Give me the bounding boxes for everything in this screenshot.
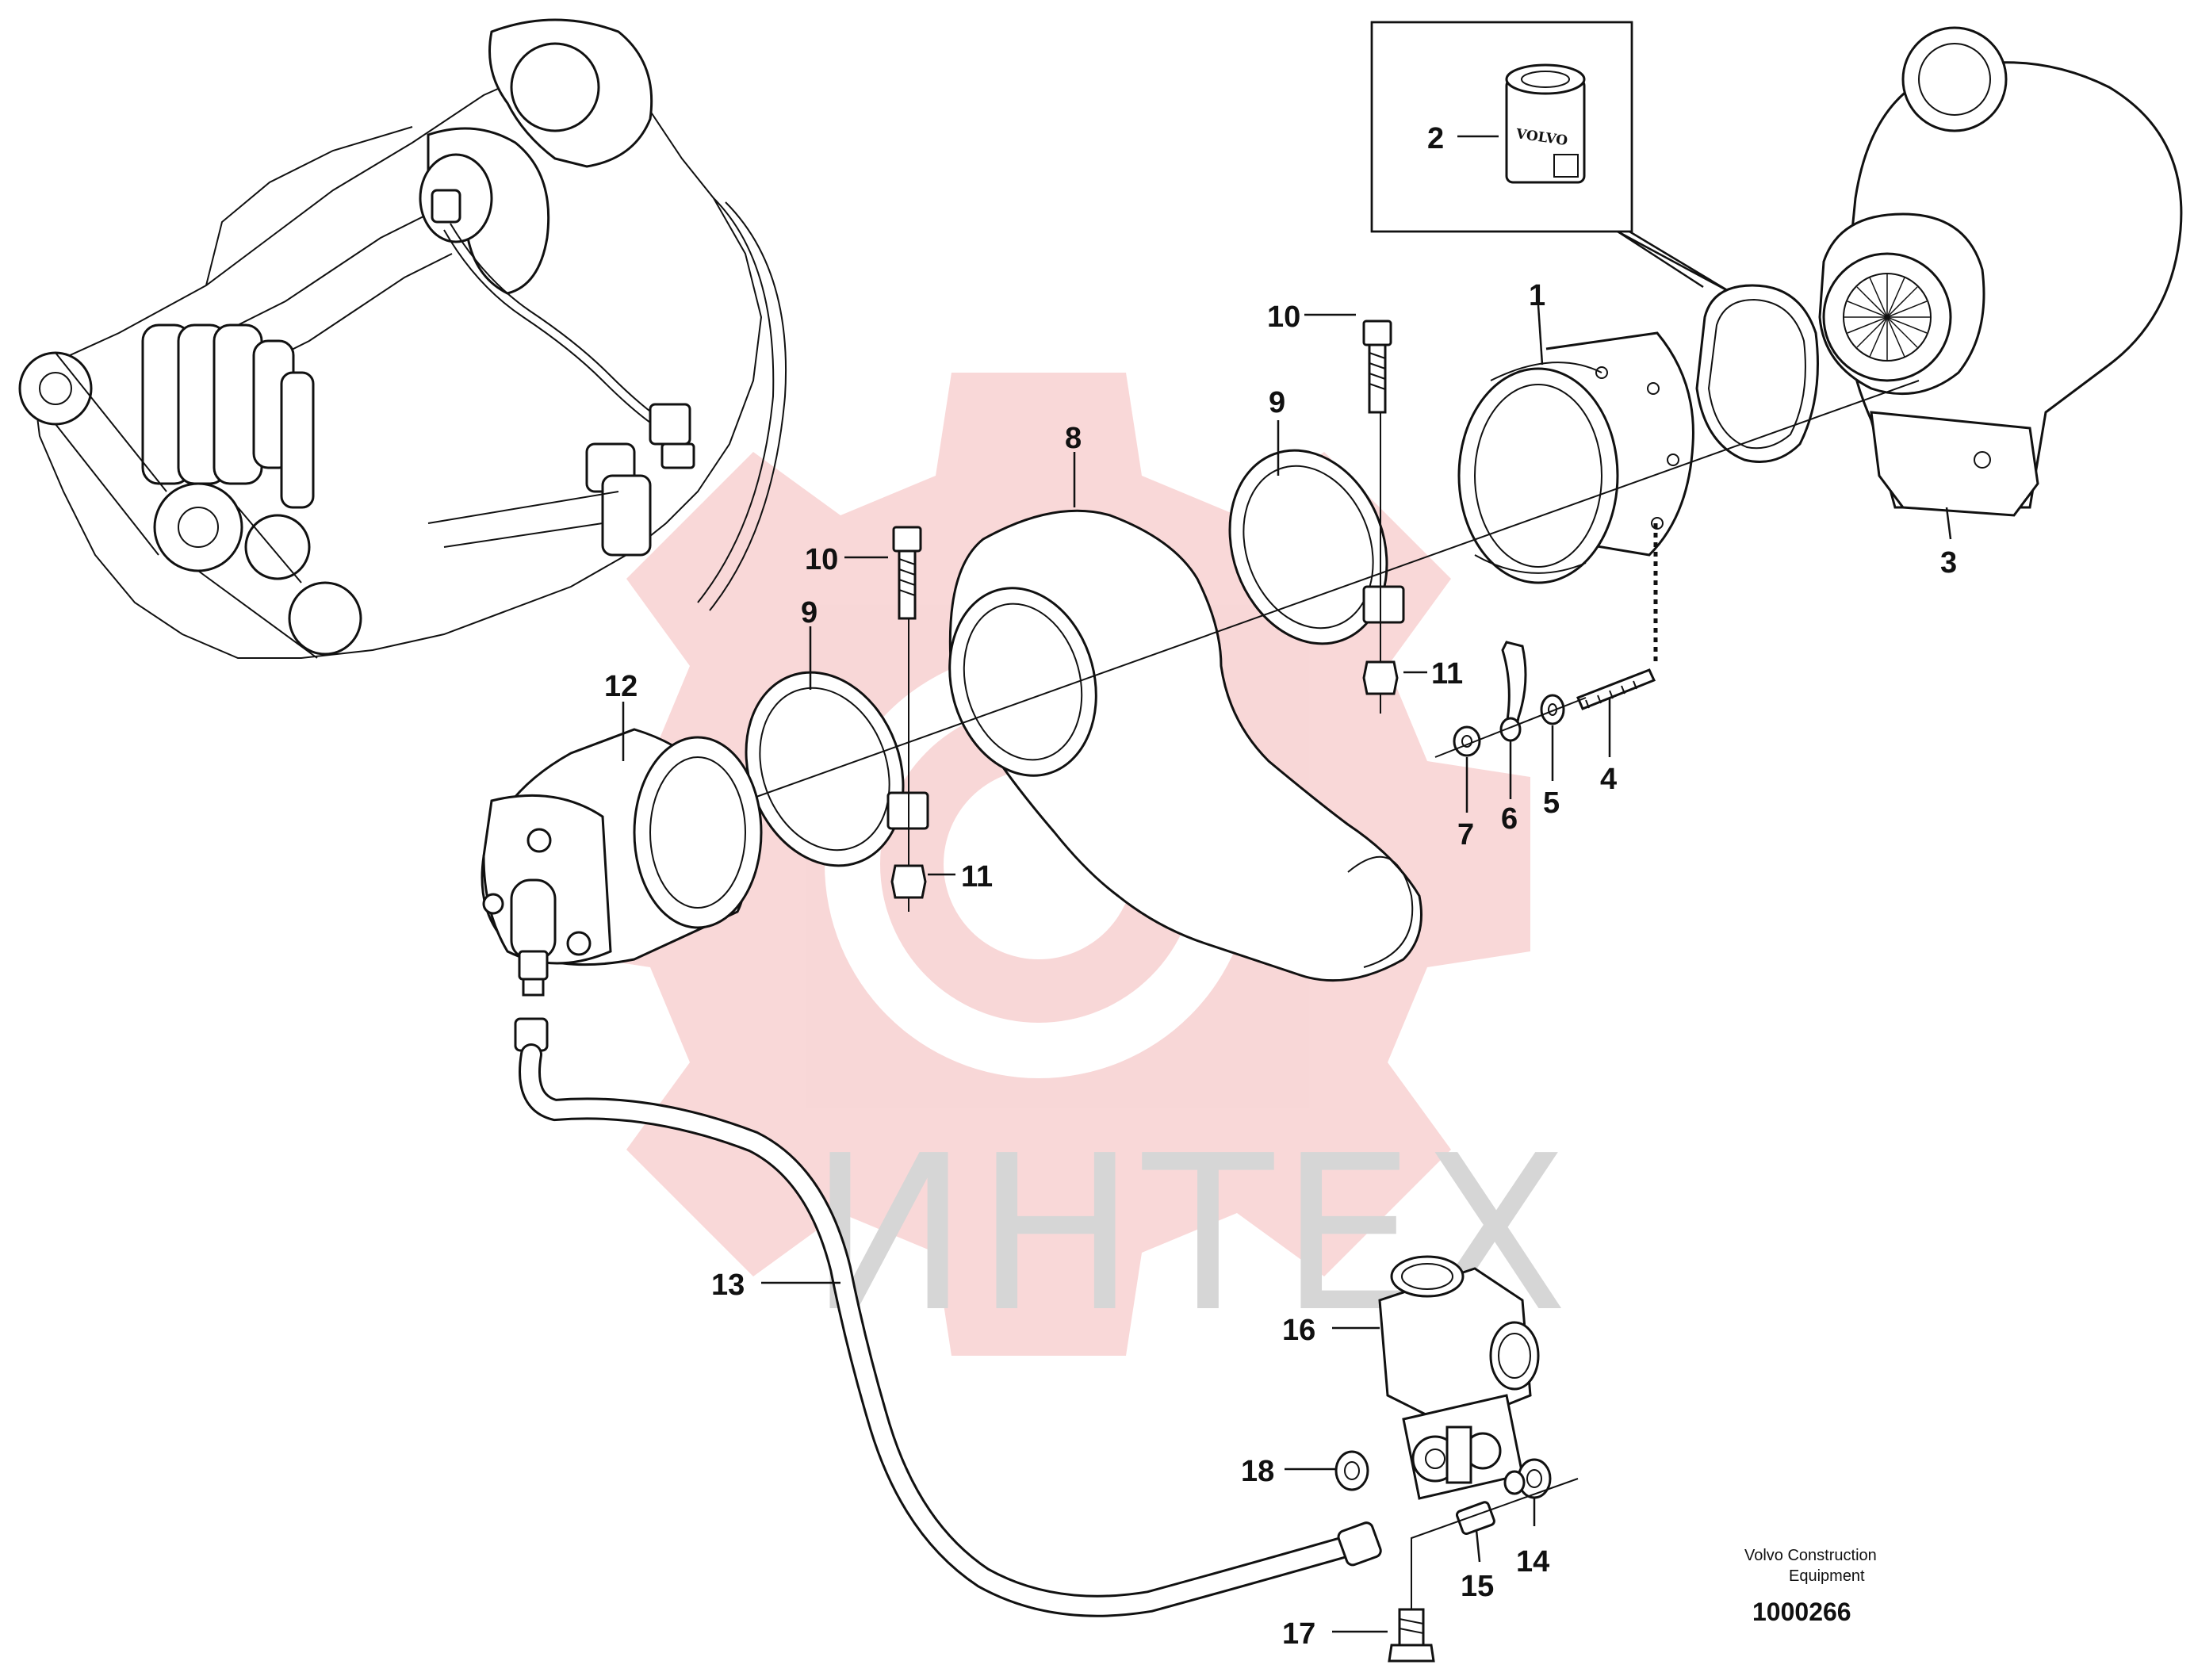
fitting-18	[1334, 1450, 1369, 1491]
callout-13: 13	[711, 1269, 745, 1302]
callout-8: 8	[1065, 422, 1082, 455]
oil-filter: VOLVO	[1505, 63, 1586, 184]
bolt-lower	[892, 526, 922, 620]
callout-10-upper: 10	[1267, 300, 1300, 334]
callout-11-upper: 11	[1431, 657, 1463, 691]
compressor-wheel	[1844, 274, 1931, 361]
adapter-pipe	[1457, 331, 1694, 584]
callout-5: 5	[1543, 786, 1560, 820]
callout-6: 6	[1501, 802, 1518, 836]
hose-clamp-upper	[1228, 449, 1405, 645]
callout-12: 12	[604, 670, 638, 703]
fitting-15	[1455, 1501, 1495, 1536]
nut-upper	[1362, 660, 1399, 695]
callout-1: 1	[1529, 279, 1545, 312]
callout-17: 17	[1282, 1617, 1315, 1651]
callout-15: 15	[1461, 1570, 1494, 1603]
callouts: 1 2 3 4 5 6 7 8 9 9 10 10 11 11 12 13 14…	[604, 122, 1957, 1651]
callout-7: 7	[1457, 818, 1474, 851]
callout-10-lower: 10	[805, 543, 838, 576]
nut-lower	[890, 864, 927, 899]
solenoid-valve	[1378, 1255, 1540, 1500]
footer: Volvo Construction Equipment 1000266	[1744, 1547, 1877, 1626]
turbocharger	[1818, 26, 2183, 517]
leader-lines	[622, 135, 1952, 1633]
preheater-housing	[481, 728, 763, 997]
credit-line-1: Volvo Construction	[1744, 1547, 1877, 1564]
callout-9-upper: 9	[1269, 386, 1285, 419]
fuel-pipe	[514, 1017, 1382, 1617]
callout-16: 16	[1282, 1314, 1315, 1347]
callout-3: 3	[1940, 546, 1957, 580]
intake-bend	[948, 509, 1422, 982]
credit-line-2: Equipment	[1789, 1567, 1865, 1585]
hose-clamp-lower	[745, 671, 929, 867]
callout-4: 4	[1600, 763, 1617, 796]
inset-panel: VOLVO	[1370, 21, 1733, 295]
callout-9-lower: 9	[801, 596, 817, 630]
callout-2: 2	[1427, 122, 1444, 155]
callout-18: 18	[1241, 1455, 1274, 1488]
bolt-upper	[1362, 320, 1392, 414]
stud-assembly	[1434, 641, 1656, 758]
callout-14: 14	[1516, 1545, 1549, 1579]
callout-11-lower: 11	[961, 860, 993, 894]
engine-overview	[18, 18, 787, 659]
fitting-14	[1503, 1458, 1552, 1499]
turbo-gasket	[1695, 284, 1819, 463]
bolt-17	[1388, 1608, 1435, 1663]
document-number: 1000266	[1752, 1598, 1851, 1626]
